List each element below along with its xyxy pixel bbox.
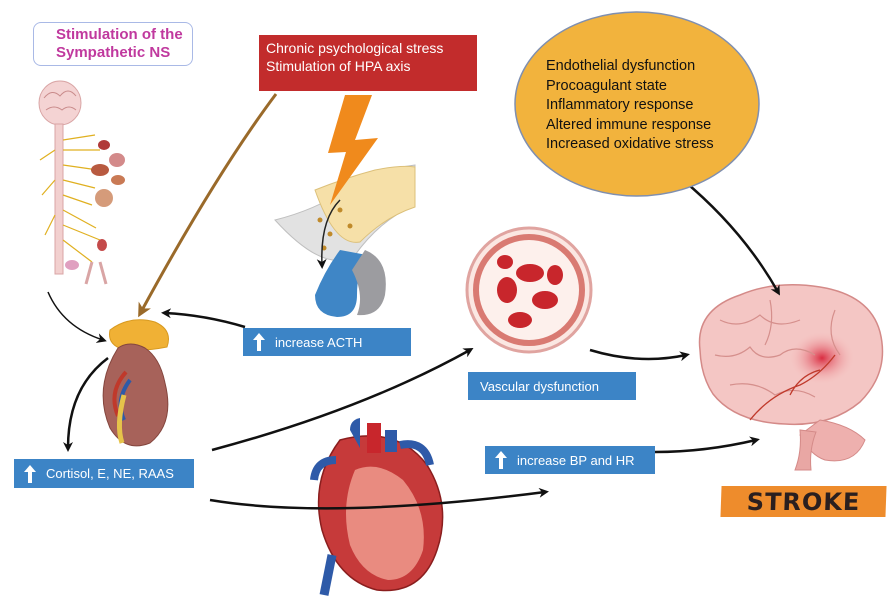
effect-item: Inflammatory response: [546, 96, 714, 116]
stroke-label: STROKE: [746, 488, 861, 516]
kidney-adrenal-illustration: [103, 320, 168, 446]
up-arrow-icon: [495, 451, 507, 469]
cortisol-label: Cortisol, E, NE, RAAS: [46, 466, 174, 481]
effects-list: Endothelial dysfunction Procoagulant sta…: [546, 57, 714, 155]
bp-hr-label-box: increase BP and HR: [485, 446, 655, 474]
acth-label-box: increase ACTH: [243, 328, 411, 356]
sympathetic-ns-line1: Stimulation of the: [56, 26, 192, 44]
vascular-label-box: Vascular dysfunction: [468, 372, 636, 400]
nervous-system-illustration: [39, 81, 125, 284]
effect-item: Procoagulant state: [546, 77, 714, 97]
chronic-stress-box: Chronic psychological stress Stimulation…: [259, 35, 477, 91]
stress-line2: Stimulation of HPA axis: [266, 57, 477, 75]
sympathetic-ns-label: Stimulation of the Sympathetic NS: [33, 22, 193, 66]
cortisol-label-box: Cortisol, E, NE, RAAS: [14, 459, 194, 488]
effect-item: Endothelial dysfunction: [546, 57, 714, 77]
stroke-banner: STROKE: [720, 486, 886, 517]
up-arrow-icon: [24, 465, 36, 483]
sympathetic-ns-line2: Sympathetic NS: [56, 44, 192, 62]
brain-illustration: [700, 285, 883, 470]
up-arrow-icon: [253, 333, 265, 351]
effect-item: Altered immune response: [546, 116, 714, 136]
stress-line1: Chronic psychological stress: [266, 39, 477, 57]
vascular-label: Vascular dysfunction: [480, 379, 599, 394]
blood-vessel-illustration: [467, 228, 591, 352]
acth-label: increase ACTH: [275, 335, 362, 350]
pituitary-illustration: [275, 165, 415, 317]
effect-item: Increased oxidative stress: [546, 135, 714, 155]
bp-hr-label: increase BP and HR: [517, 453, 635, 468]
